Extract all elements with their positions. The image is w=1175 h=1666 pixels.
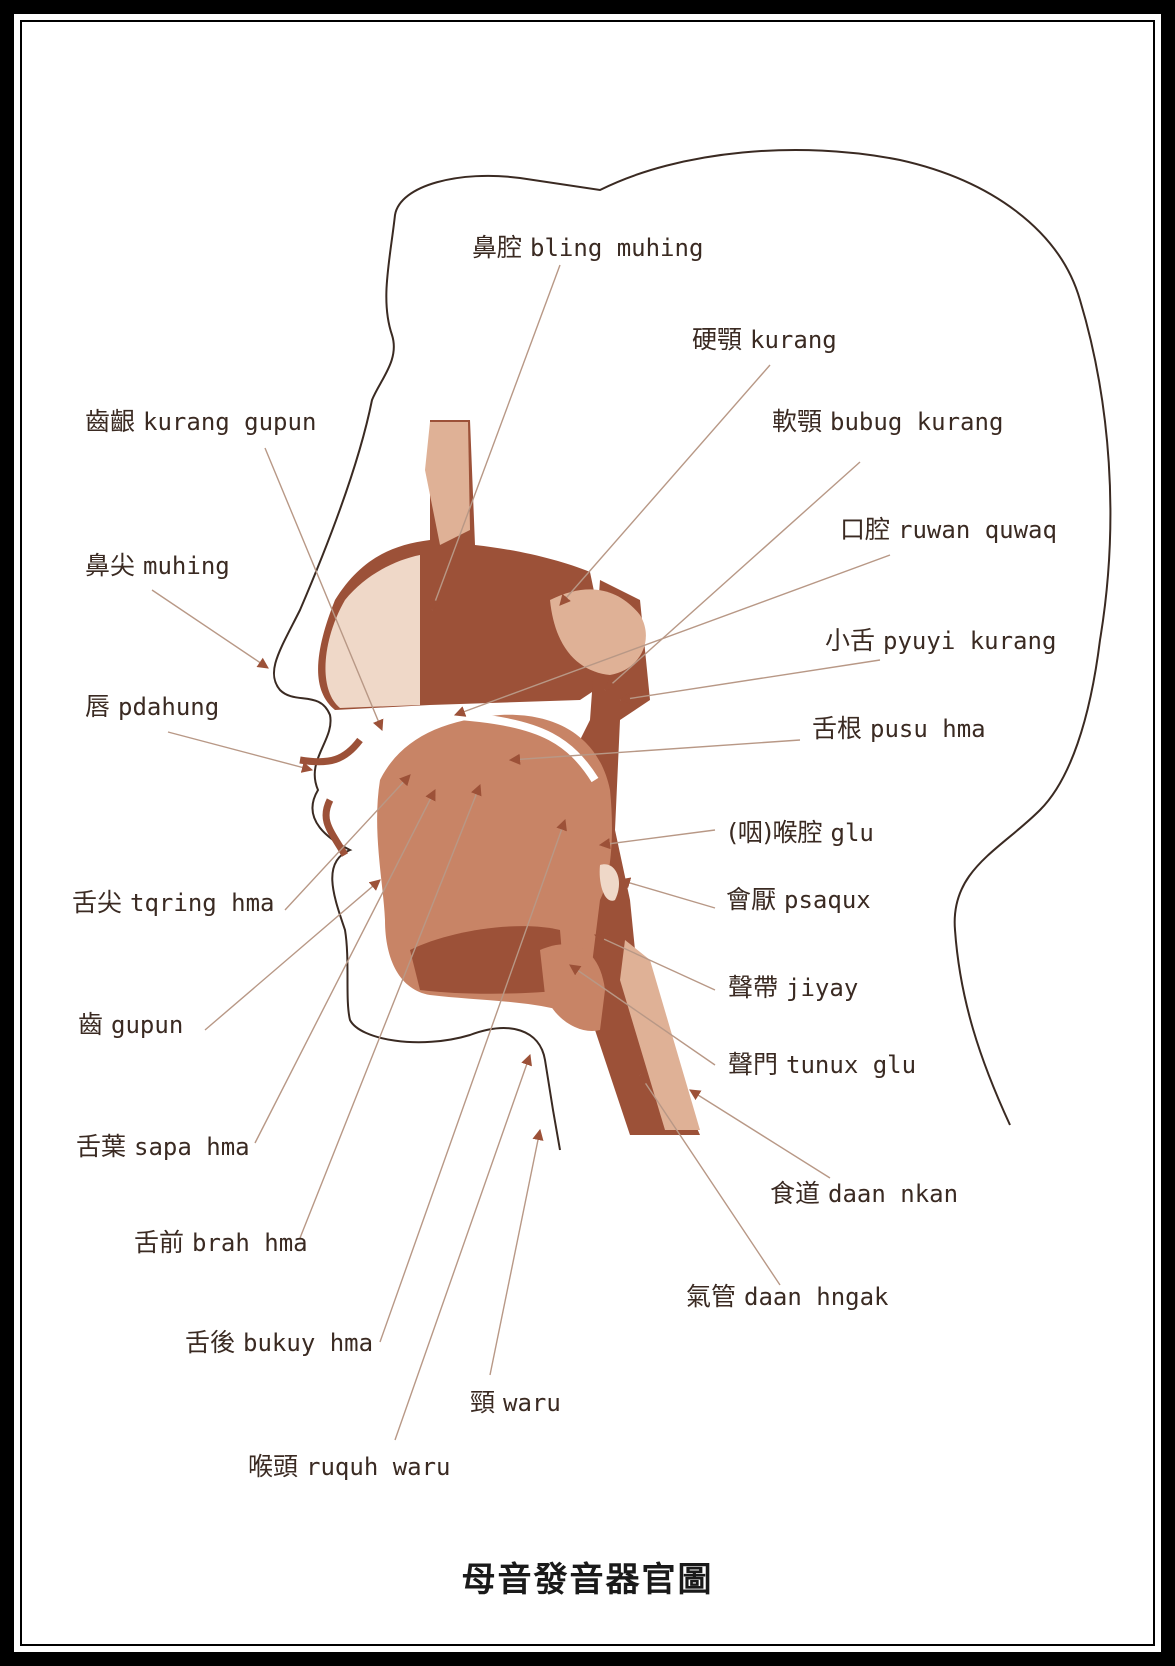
diagram-title: 母音發音器官圖: [0, 1552, 1175, 1601]
nose-light: [325, 555, 420, 708]
